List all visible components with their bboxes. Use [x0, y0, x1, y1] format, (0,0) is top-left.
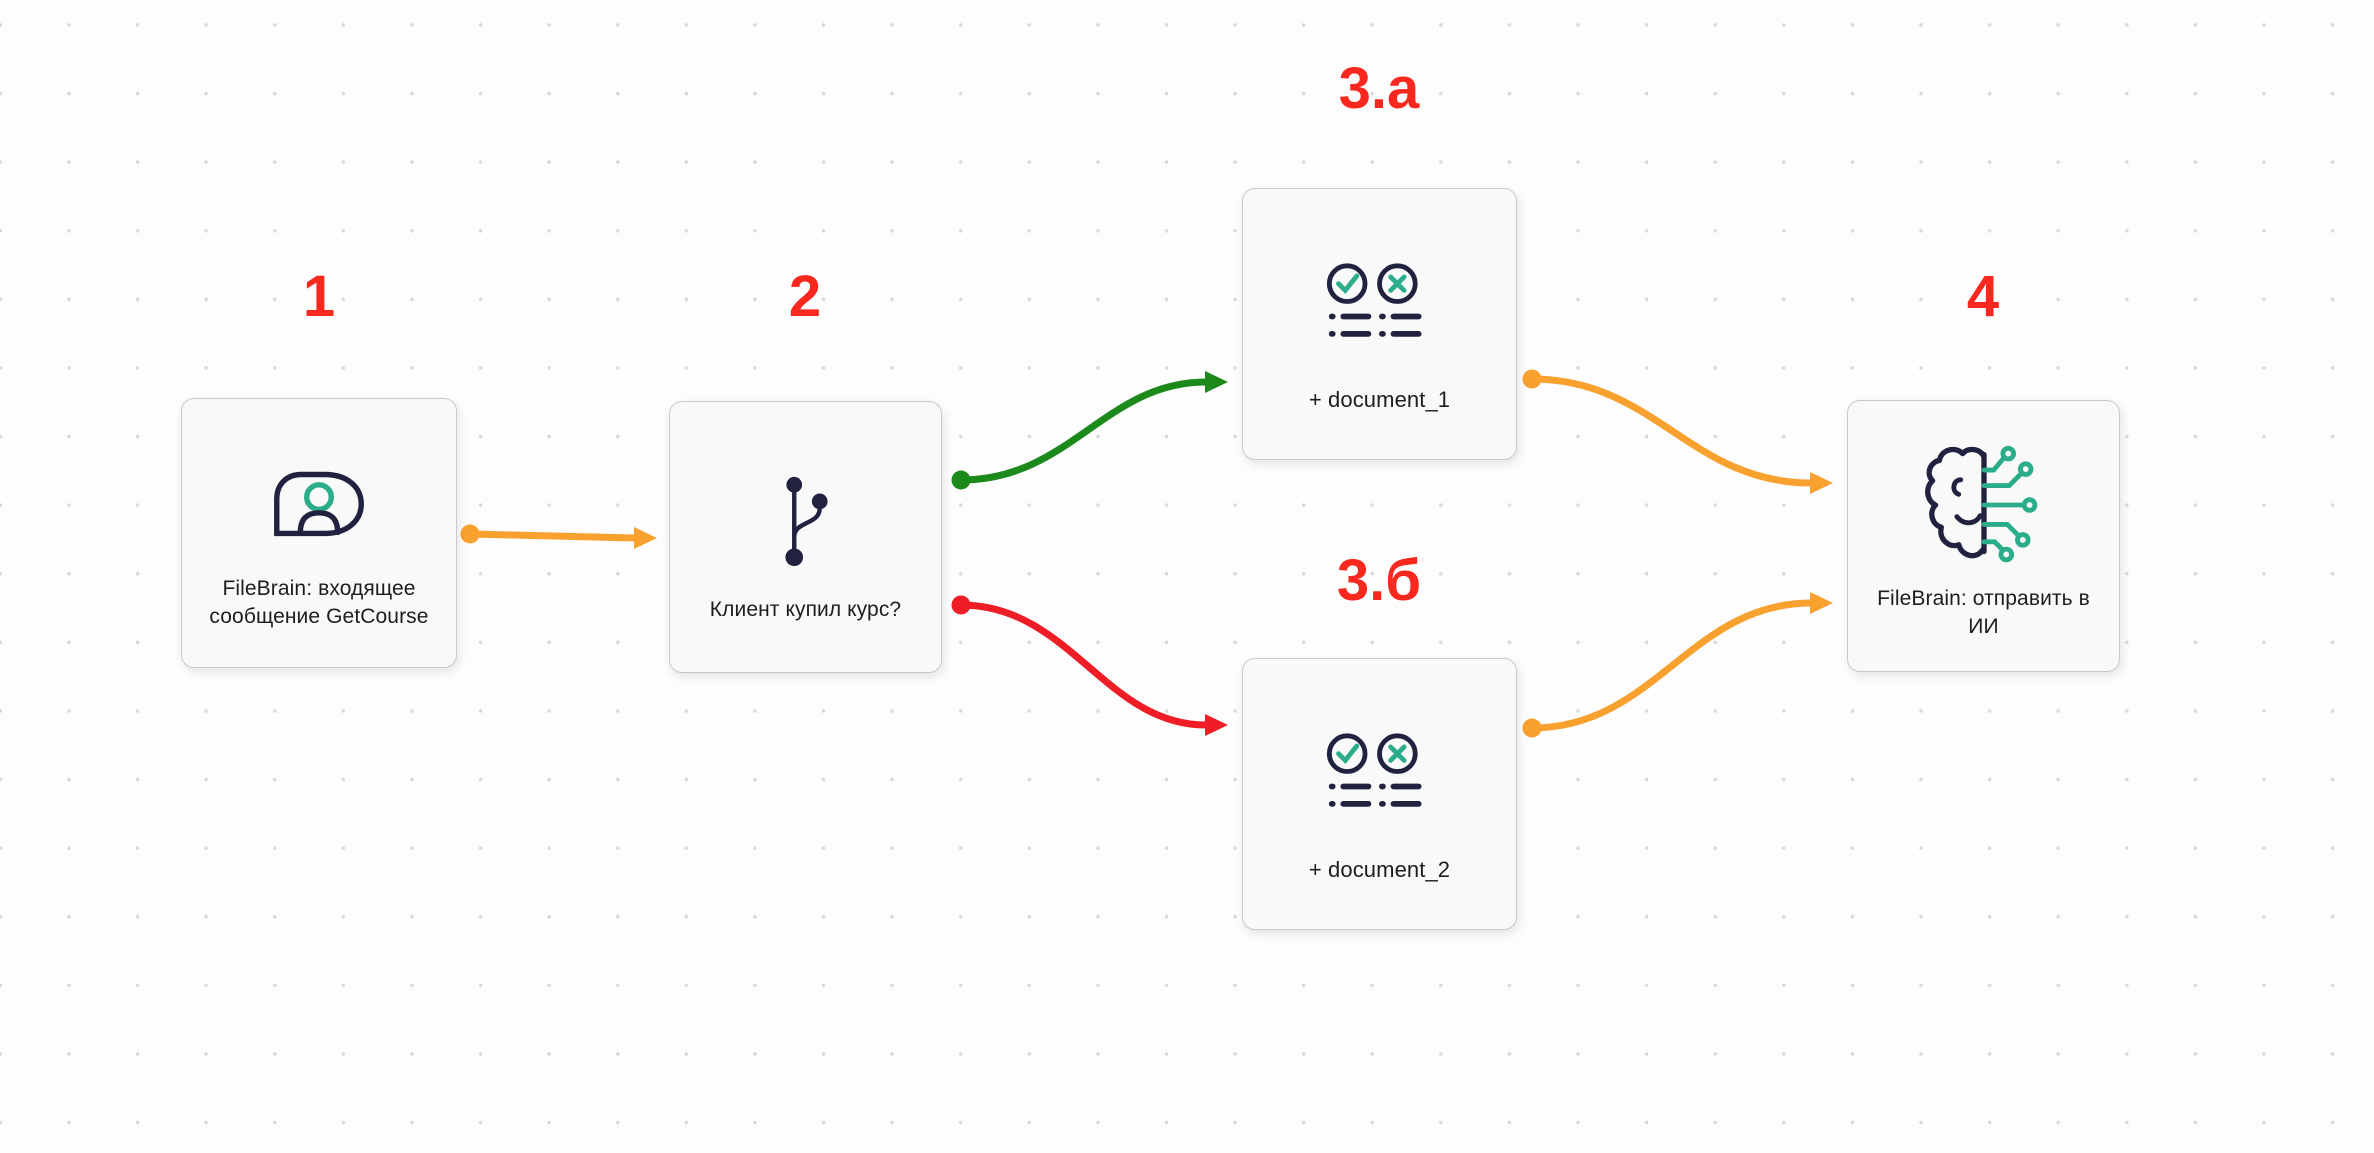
- node-label: Клиент купил курс?: [709, 598, 902, 621]
- chat-user-icon: [274, 471, 364, 537]
- node-label: FileBrain: отправить в ИИ: [1877, 587, 2090, 638]
- node-send-to-ai[interactable]: FileBrain: отправить в ИИ: [1847, 400, 2120, 672]
- node-label: + document_2: [1308, 857, 1451, 882]
- connection-3a-to-4[interactable]: [1522, 369, 1834, 495]
- arrowhead: [1205, 714, 1228, 736]
- checklist-icon: [1326, 733, 1422, 807]
- checklist-icon: [1326, 263, 1422, 337]
- step-label-3a: 3.a: [1338, 56, 1420, 121]
- brain-circuit-icon: [1924, 445, 2037, 563]
- arrowhead: [1810, 472, 1833, 494]
- git-branch-icon: [784, 476, 828, 567]
- node-label: FileBrain: входящее сообщение GetCourse: [209, 577, 429, 628]
- arrowhead: [1810, 592, 1833, 614]
- connection-3b-to-4[interactable]: [1522, 592, 1834, 738]
- node-course-purchased-check[interactable]: Клиент купил курс?: [669, 401, 942, 673]
- connection-1-to-2[interactable]: [460, 524, 658, 550]
- connection-2-to-3a[interactable]: [951, 371, 1229, 490]
- connection-2-to-3b[interactable]: [951, 595, 1229, 737]
- node-incoming-message[interactable]: FileBrain: входящее сообщение GetCourse: [181, 398, 457, 668]
- node-document-2[interactable]: + document_2: [1242, 658, 1517, 930]
- step-label-1: 1: [302, 264, 336, 329]
- node-label: + document_1: [1308, 387, 1451, 412]
- step-label-2: 2: [788, 264, 822, 329]
- node-document-1[interactable]: + document_1: [1242, 188, 1517, 460]
- arrowhead: [1205, 371, 1228, 393]
- step-label-4: 4: [1966, 264, 2000, 329]
- step-label-3b: 3.б: [1336, 548, 1422, 613]
- arrowhead: [634, 527, 657, 549]
